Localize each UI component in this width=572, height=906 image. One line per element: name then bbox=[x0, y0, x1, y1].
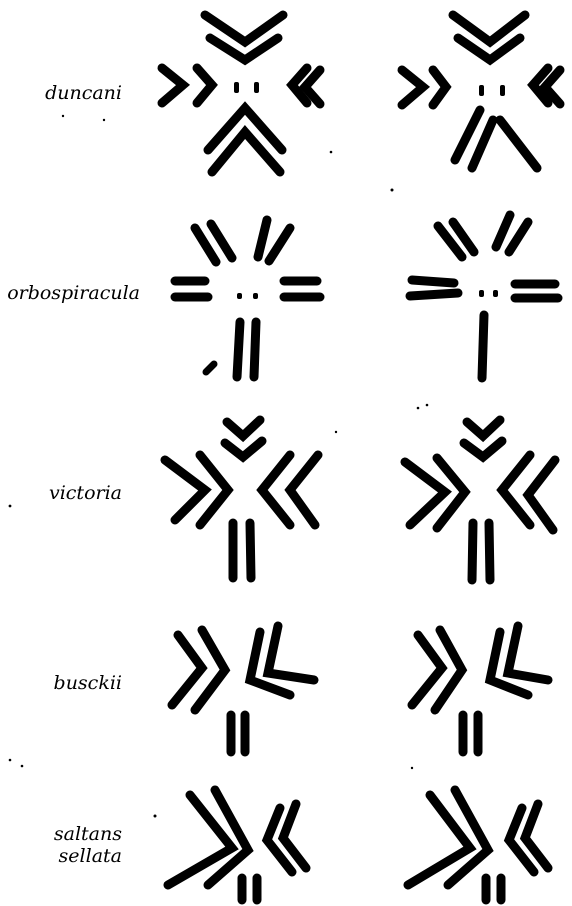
karyotype-orbospiracula-right bbox=[410, 215, 558, 378]
karyotype-busckii-left bbox=[172, 626, 314, 752]
karyotype-saltans-sellata-left bbox=[168, 790, 306, 900]
karyotype-saltans-sellata-right bbox=[408, 790, 548, 900]
karyotype-busckii-right bbox=[412, 626, 548, 752]
karyotype-orbospiracula-left bbox=[175, 220, 320, 377]
karyotype-duncani-right bbox=[402, 15, 560, 168]
karyotype-victoria-left bbox=[165, 420, 318, 578]
karyotype-victoria-right bbox=[405, 420, 555, 580]
karyotype-duncani-left bbox=[162, 15, 320, 172]
scan-specks bbox=[9, 115, 429, 818]
